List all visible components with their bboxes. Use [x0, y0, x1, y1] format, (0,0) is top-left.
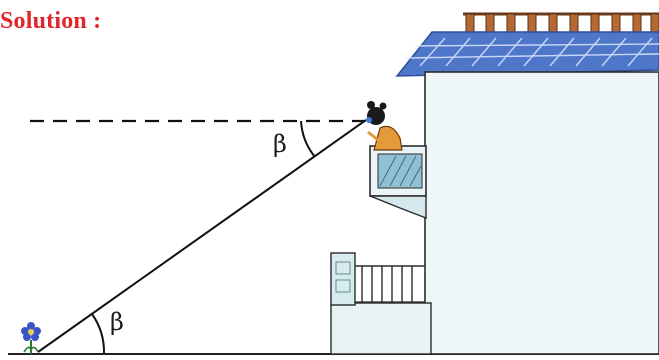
- solution-heading: Solution :: [0, 8, 102, 34]
- elevation-angle-label: β: [110, 308, 124, 336]
- girl-observer-icon: [366, 101, 403, 151]
- flower-icon: [21, 322, 41, 354]
- house-icon: [330, 12, 659, 355]
- line-of-sight: [37, 119, 367, 353]
- elevation-angle-arc: [91, 313, 106, 354]
- depression-angle-label: β: [273, 130, 287, 158]
- depression-angle-arc: [300, 120, 316, 158]
